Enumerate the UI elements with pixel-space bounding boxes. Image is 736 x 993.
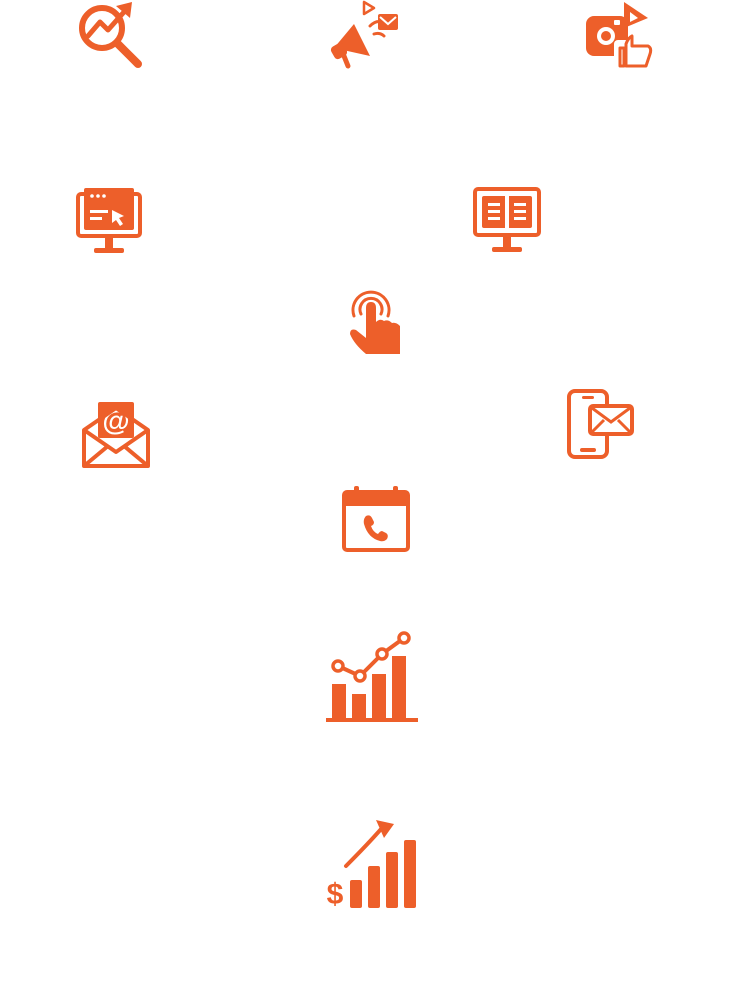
call-scheduling-icon bbox=[340, 484, 412, 556]
social-media-icon bbox=[584, 0, 656, 70]
seo-analytics-icon bbox=[72, 0, 148, 70]
dollar-glyph: $ bbox=[327, 878, 344, 911]
marketing-megaphone-icon bbox=[328, 0, 402, 70]
growth-chart-icon bbox=[324, 628, 420, 724]
tap-hand-icon bbox=[344, 288, 404, 358]
revenue-growth-icon: $ bbox=[324, 818, 420, 914]
web-design-monitor-icon bbox=[74, 186, 144, 256]
sms-marketing-icon bbox=[566, 388, 634, 460]
ebook-monitor-icon bbox=[472, 186, 542, 256]
email-marketing-icon: @ bbox=[80, 400, 152, 470]
